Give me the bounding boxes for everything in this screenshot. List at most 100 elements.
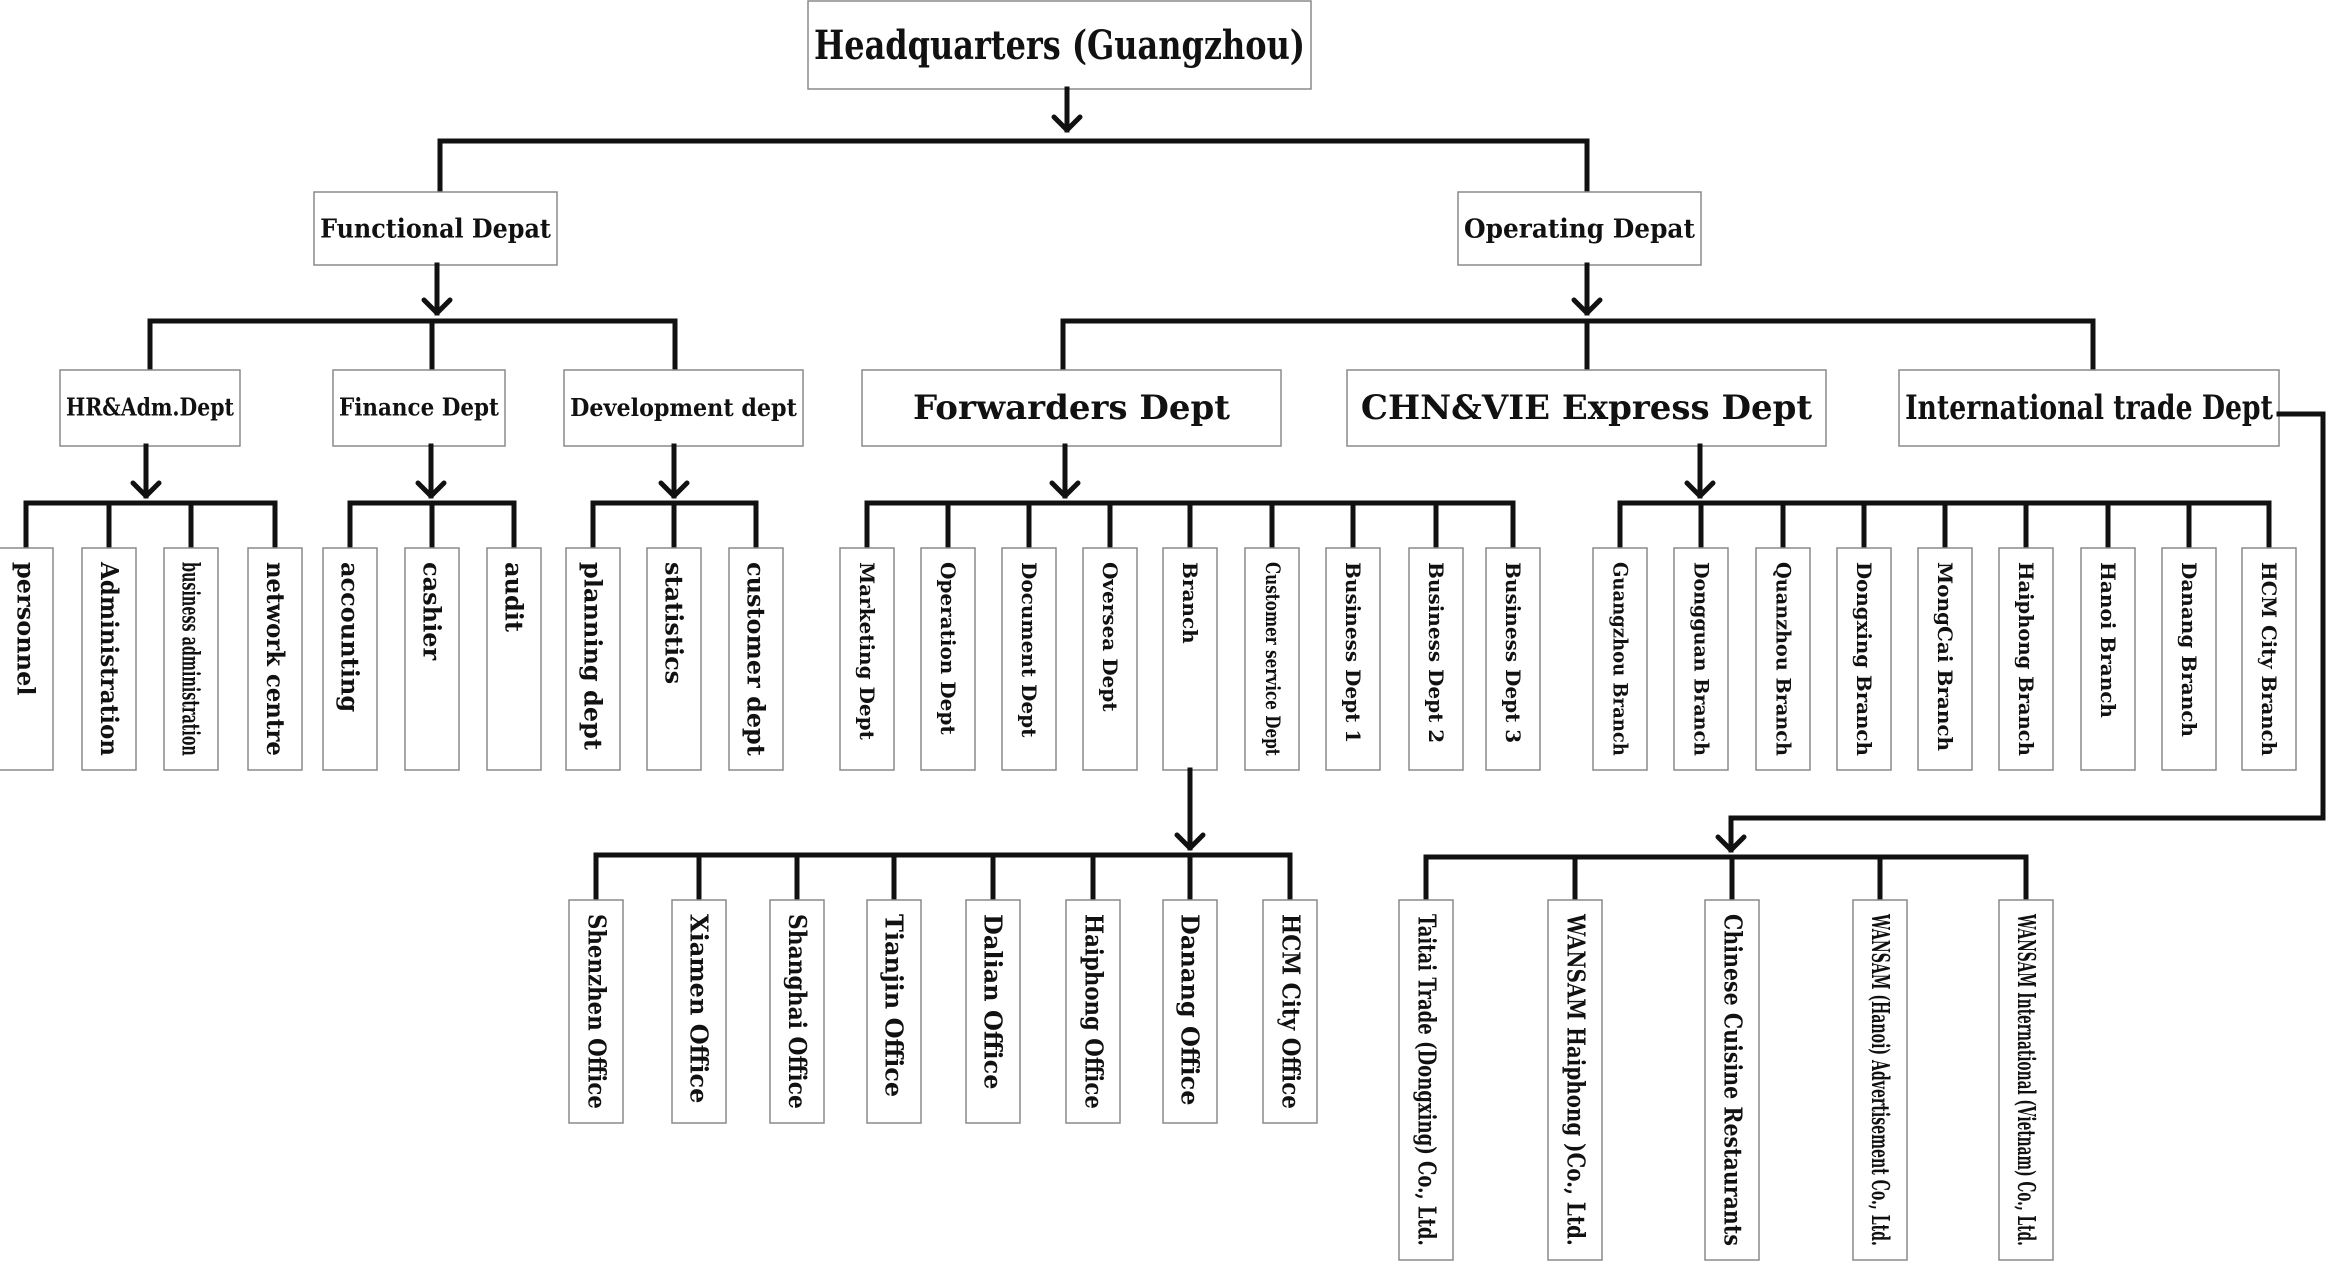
unit-box-business-dept-2: Business Dept 2 <box>1408 547 1464 771</box>
unit-box-personnel: personnel <box>0 547 54 771</box>
office-box-shanghai-office-label: Shanghai Office <box>783 914 811 1109</box>
unit-box-cashier: cashier <box>404 547 460 771</box>
arrow-head <box>1051 114 1083 133</box>
unit-box-danang-branch-label: Danang Branch <box>2177 562 2201 737</box>
unit-box-business-dept-1: Business Dept 1 <box>1325 547 1381 771</box>
dept-box-express-label: CHN&VIE Express Dept <box>1361 388 1813 428</box>
office-box-xiamen-office: Xiamen Office <box>671 899 727 1124</box>
unit-box-network-centre: network centre <box>247 547 303 771</box>
operating-dept-box-label: Operating Depat <box>1464 213 1695 244</box>
dept-box-hr-adm-label: HR&Adm.Dept <box>66 394 235 422</box>
company-box-wansam-haiphong-co-ltd: WANSAM Haiphong )Co., Ltd. <box>1547 899 1603 1261</box>
unit-box-network-centre-label: network centre <box>261 562 290 756</box>
unit-box-hanoi-branch-label: Hanoi Branch <box>2096 562 2120 718</box>
unit-box-accounting-label: accounting <box>336 562 365 712</box>
unit-box-document-dept: Document Dept <box>1001 547 1057 771</box>
unit-box-oversea-dept: Oversea Dept <box>1082 547 1138 771</box>
unit-box-business-administration-label: business administration <box>176 562 205 756</box>
office-box-hcm-city-office-label: HCM City Office <box>1276 914 1303 1109</box>
unit-box-dongxing-branch: Dongxing Branch <box>1836 547 1892 771</box>
office-box-shenzhen-office-label: Shenzhen Office <box>582 914 609 1109</box>
functional-dept-box: Functional Depat <box>313 191 558 266</box>
headquarters-box: Headquarters (Guangzhou) <box>807 0 1312 90</box>
unit-box-mongcai-branch-label: MongCai Branch <box>1933 562 1957 752</box>
company-box-wansam-international-vietnam-co-ltd-label: WANSAM International (Vietnam) Co., Ltd. <box>2012 913 2040 1246</box>
unit-box-dongxing-branch-label: Dongxing Branch <box>1852 562 1876 756</box>
unit-box-business-administration: business administration <box>163 547 219 771</box>
arrow-head <box>415 480 447 499</box>
dept-box-trade: International trade Dept <box>1898 369 2280 447</box>
arrow-head <box>1174 832 1206 851</box>
unit-box-quanzhou-branch-label: Quanzhou Branch <box>1771 562 1794 756</box>
unit-box-dongguan-branch: Dongguan Branch <box>1673 547 1729 771</box>
office-box-haiphong-office: Haiphong Office <box>1065 899 1121 1124</box>
office-box-danang-office-label: Danang Office <box>1176 914 1205 1106</box>
company-box-wansam-hanoi-advertisement-co-ltd: WANSAM (Hanoi) Advertisement Co., Ltd. <box>1852 899 1908 1261</box>
unit-box-marketing-dept: Marketing Dept <box>839 547 895 771</box>
dept-box-development-label: Development dept <box>570 394 797 422</box>
unit-box-guangzhou-branch-label: Guangzhou Branch <box>1608 562 1631 756</box>
unit-box-document-dept-label: Document Dept <box>1017 562 1041 738</box>
unit-box-planning-dept: planning dept <box>565 547 621 771</box>
unit-box-business-dept-2-label: Business Dept 2 <box>1424 562 1448 743</box>
unit-box-accounting: accounting <box>322 547 378 771</box>
unit-box-hcm-city-branch-label: HCM City Branch <box>2257 562 2281 756</box>
office-box-dalian-office: Dalian Office <box>965 899 1021 1124</box>
unit-box-dongguan-branch-label: Dongguan Branch <box>1689 562 1713 756</box>
dept-box-forwarders-label: Forwarders Dept <box>913 388 1230 428</box>
unit-box-haiphong-branch-label: Haiphong Branch <box>2014 562 2038 756</box>
unit-box-operation-dept: Operation Dept <box>920 547 976 771</box>
company-box-chinese-cuisine-restaurants-label: Chinese Cuisine Restaurants <box>1718 914 1746 1246</box>
unit-box-planning-dept-label: planning dept <box>579 562 608 750</box>
unit-box-business-dept-1-label: Business Dept 1 <box>1341 562 1365 743</box>
unit-box-marketing-dept-label: Marketing Dept <box>855 562 879 741</box>
dept-box-forwarders: Forwarders Dept <box>861 369 1282 447</box>
unit-box-customer-dept: customer dept <box>728 547 784 771</box>
unit-box-mongcai-branch: MongCai Branch <box>1917 547 1973 771</box>
dept-box-hr-adm: HR&Adm.Dept <box>59 369 241 447</box>
unit-box-statistics-label: statistics <box>660 562 689 684</box>
unit-box-cashier-label: cashier <box>418 562 447 661</box>
office-box-shanghai-office: Shanghai Office <box>769 899 825 1124</box>
company-box-taitai-trade-dongxing-co-ltd: Taitai Trade (Dongxing) Co., Ltd. <box>1398 899 1454 1261</box>
office-box-tianjin-office: Tianjin Office <box>866 899 922 1124</box>
headquarters-box-label: Headquarters (Guangzhou) <box>814 21 1305 69</box>
unit-box-operation-dept-label: Operation Dept <box>936 562 960 735</box>
office-box-dalian-office-label: Dalian Office <box>979 914 1008 1090</box>
arrow-head <box>1571 297 1603 316</box>
dept-box-finance: Finance Dept <box>332 369 506 447</box>
office-box-hcm-city-office: HCM City Office <box>1262 899 1318 1124</box>
company-box-taitai-trade-dongxing-co-ltd-label: Taitai Trade (Dongxing) Co., Ltd. <box>1412 914 1440 1246</box>
unit-box-customer-dept-label: customer dept <box>741 562 770 756</box>
unit-box-statistics: statistics <box>646 547 702 771</box>
unit-box-customer-service-dept-label: Customer service Dept <box>1260 562 1284 757</box>
functional-dept-box-label: Functional Depat <box>320 213 551 243</box>
arrow-head <box>658 480 690 499</box>
arrow-head <box>1715 834 1747 853</box>
company-box-wansam-hanoi-advertisement-co-ltd-label: WANSAM (Hanoi) Advertisement Co., Ltd. <box>1866 913 1894 1246</box>
unit-box-guangzhou-branch: Guangzhou Branch <box>1592 547 1648 771</box>
dept-box-finance-label: Finance Dept <box>339 394 499 421</box>
unit-box-administration: Administration <box>81 547 137 771</box>
unit-box-business-dept-3: Business Dept 3 <box>1485 547 1541 771</box>
office-box-tianjin-office-label: Tianjin Office <box>880 914 909 1097</box>
unit-box-audit-label: audit <box>500 562 529 632</box>
dept-box-development: Development dept <box>563 369 804 447</box>
unit-box-customer-service-dept: Customer service Dept <box>1244 547 1300 771</box>
company-box-chinese-cuisine-restaurants: Chinese Cuisine Restaurants <box>1704 899 1760 1261</box>
operating-dept-box: Operating Depat <box>1457 191 1702 266</box>
unit-box-hanoi-branch: Hanoi Branch <box>2080 547 2136 771</box>
unit-box-oversea-dept-label: Oversea Dept <box>1098 562 1122 712</box>
office-box-danang-office: Danang Office <box>1162 899 1218 1124</box>
unit-box-haiphong-branch: Haiphong Branch <box>1998 547 2054 771</box>
company-box-wansam-international-vietnam-co-ltd: WANSAM International (Vietnam) Co., Ltd. <box>1998 899 2054 1261</box>
arrow-head <box>1684 480 1716 499</box>
unit-box-business-dept-3-label: Business Dept 3 <box>1501 562 1525 743</box>
unit-box-administration-label: Administration <box>95 561 124 756</box>
unit-box-quanzhou-branch: Quanzhou Branch <box>1755 547 1811 771</box>
unit-box-danang-branch: Danang Branch <box>2161 547 2217 771</box>
unit-box-branch-label: Branch <box>1178 562 1202 644</box>
unit-box-branch: Branch <box>1162 547 1218 771</box>
arrow-head <box>421 297 453 316</box>
